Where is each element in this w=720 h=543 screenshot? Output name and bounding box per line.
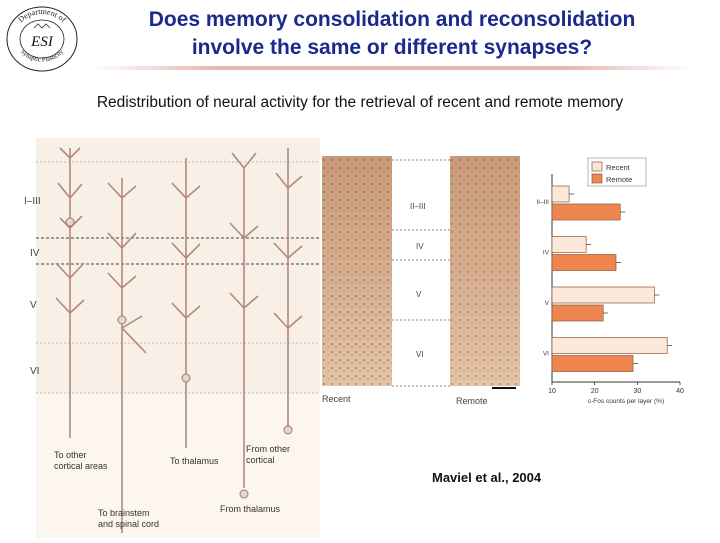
bar-remote-0: [551, 203, 621, 221]
layer-label-iv: IV: [30, 248, 40, 259]
x-tick-label: 10: [548, 388, 556, 395]
bar-category-label: IV: [543, 250, 550, 257]
x-tick-label: 20: [591, 388, 599, 395]
histology-photo-svg: [322, 156, 520, 389]
label-to-thalamus: To thalamus: [170, 456, 219, 466]
cortical-neuron-diagram: I–III IV V VI To other cortical areas To…: [24, 138, 320, 538]
photo-layer-label-iv: IV: [416, 242, 424, 251]
photo-label-remote: Remote: [456, 396, 488, 406]
title-line-2: involve the same or different synapses?: [191, 36, 593, 59]
photo-layer-label-vi: VI: [416, 350, 424, 359]
slide-title: Does memory consolidation and reconsolid…: [92, 6, 692, 62]
legend-swatch-remote: [591, 173, 603, 184]
photo-layer-label-ii-iii: II–III: [410, 202, 426, 211]
citation: Maviel et al., 2004: [432, 470, 542, 485]
bar-recent-3: [551, 337, 668, 354]
bar-category-label: II–III: [536, 199, 549, 206]
legend-box: [587, 157, 647, 187]
photo-layer-label-v: V: [416, 290, 422, 299]
svg-text:Synaptic Plasticity: Synaptic Plasticity: [19, 48, 66, 64]
cfos-bar-chart: II–III IV V VI 10 20 30 40 c-Fos counts per laye…: [536, 150, 686, 410]
layer-label-v: V: [30, 300, 37, 311]
bar-category-label: VI: [543, 351, 549, 358]
department-logo: Department of Synaptic Plasticity ESI: [4, 4, 80, 74]
bar-remote-3: [551, 355, 634, 372]
layer-label-vi: VI: [30, 366, 40, 377]
label-to-brainstem: To brainstem and spinal cord: [98, 508, 160, 529]
bar-recent-2: [551, 286, 655, 304]
legend-label-recent: Recent: [606, 163, 631, 172]
x-tick-label: 30: [633, 388, 641, 395]
label-from-thalamus: From thalamus: [220, 504, 281, 514]
svg-text:ESI: ESI: [30, 34, 54, 50]
legend-swatch-recent: [591, 161, 603, 172]
bar-recent-0: [551, 185, 570, 203]
x-tick-label: 40: [676, 388, 684, 395]
cfos-bar-chart-svg: II–III IV V VI 10 20 30 40 c-Fos counts per laye…: [536, 157, 684, 405]
x-axis-label: c-Fos counts per layer (%): [588, 398, 664, 405]
svg-text:Department of: Department of: [16, 7, 68, 25]
bar-remote-1: [551, 254, 617, 271]
slide-subtitle: Redistribution of neural activity for th…: [96, 94, 624, 111]
layer-label-i-iii: I–III: [24, 196, 41, 207]
title-line-1: Does memory consolidation and reconsolid…: [148, 8, 636, 31]
label-from-other-cortical: From other cortical: [246, 444, 291, 465]
legend-label-remote: Remote: [606, 175, 632, 184]
bar-remote-2: [551, 304, 604, 322]
label-to-other-cortical-areas: To other cortical areas: [54, 450, 108, 471]
title-divider: [92, 66, 692, 70]
bar-category-label: V: [545, 300, 550, 307]
bar-recent-1: [551, 236, 587, 253]
photo-label-recent: Recent: [322, 394, 351, 404]
neuron-diagram-svg: [36, 138, 320, 538]
histology-photo-panel: II–III IV V VI Recent Remote: [322, 150, 520, 410]
